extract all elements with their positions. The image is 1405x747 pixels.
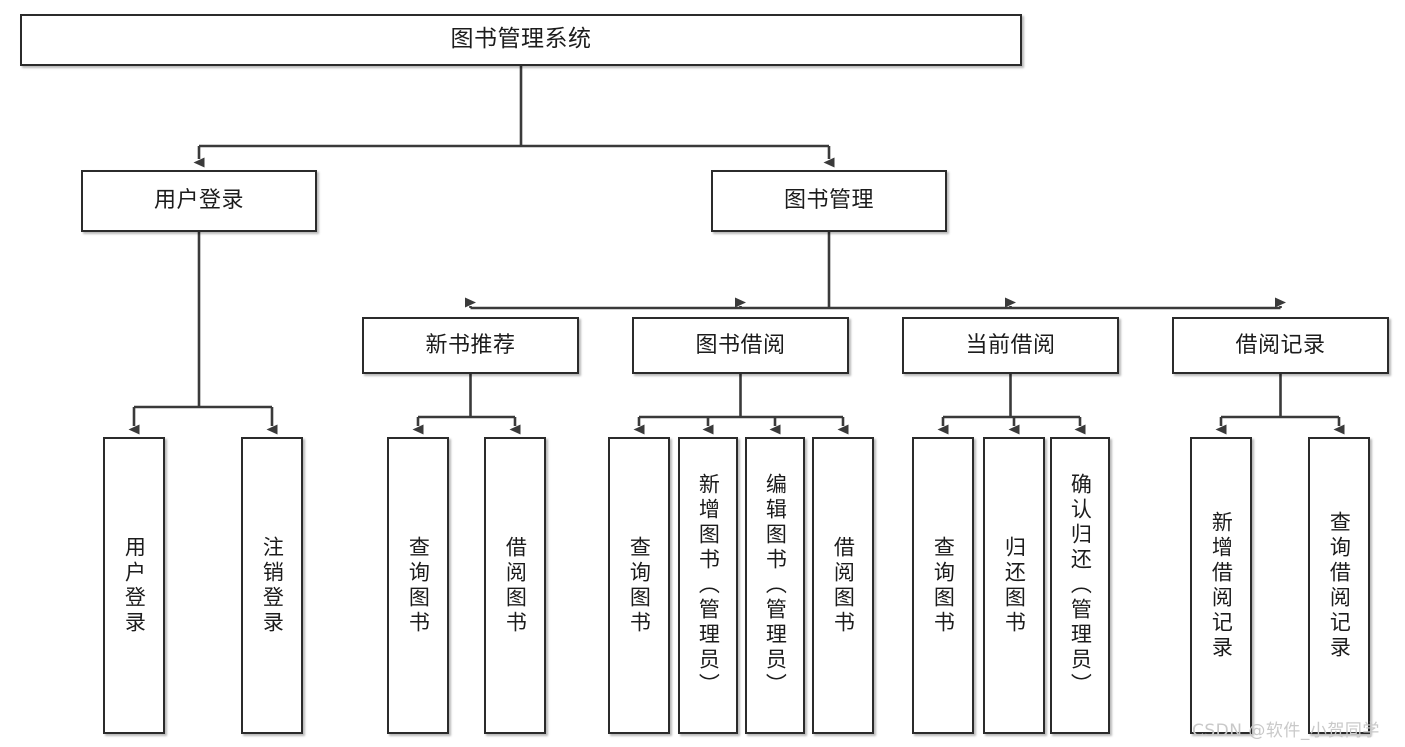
node-label: 查询借阅记录 xyxy=(1327,510,1352,661)
node-label: 查询图书 xyxy=(406,535,431,636)
node-leaf-confirm-return-admin[interactable]: 确认归还（管理员） xyxy=(1050,437,1110,734)
node-new-book-recommendation[interactable]: 新书推荐 xyxy=(362,317,579,374)
node-label: 借阅图书 xyxy=(831,535,856,636)
node-leaf-borrow-book-newbook[interactable]: 借阅图书 xyxy=(484,437,546,734)
node-leaf-query-borrow-record[interactable]: 查询借阅记录 xyxy=(1308,437,1370,734)
node-leaf-edit-book-admin[interactable]: 编辑图书（管理员） xyxy=(745,437,805,734)
node-leaf-query-book-newbook[interactable]: 查询图书 xyxy=(387,437,449,734)
node-label: 查询图书 xyxy=(931,535,956,636)
node-label: 注销登录 xyxy=(260,535,285,636)
node-root-book-management-system[interactable]: 图书管理系统 xyxy=(20,14,1022,66)
node-leaf-query-book-borrowing[interactable]: 查询图书 xyxy=(608,437,670,734)
node-book-management[interactable]: 图书管理 xyxy=(711,170,947,232)
node-label: 借阅图书 xyxy=(503,535,528,636)
node-label: 用户登录 xyxy=(153,188,244,214)
node-label: 新书推荐 xyxy=(425,332,516,358)
node-label: 借阅记录 xyxy=(1235,332,1326,358)
node-leaf-add-borrow-record[interactable]: 新增借阅记录 xyxy=(1190,437,1252,734)
node-label: 用户登录 xyxy=(122,535,147,636)
node-book-borrowing[interactable]: 图书借阅 xyxy=(632,317,849,374)
node-label: 新增借阅记录 xyxy=(1209,510,1234,661)
node-label: 确认归还（管理员） xyxy=(1068,473,1093,698)
node-label: 编辑图书（管理员） xyxy=(763,473,788,698)
watermark-text: CSDN @软件_小贺同学 xyxy=(1192,721,1380,741)
node-leaf-add-book-admin[interactable]: 新增图书（管理员） xyxy=(678,437,738,734)
node-label: 新增图书（管理员） xyxy=(696,473,721,698)
node-borrowing-records[interactable]: 借阅记录 xyxy=(1172,317,1389,374)
node-label: 归还图书 xyxy=(1002,535,1027,636)
node-leaf-borrow-book-borrowing[interactable]: 借阅图书 xyxy=(812,437,874,734)
node-current-borrowing[interactable]: 当前借阅 xyxy=(902,317,1119,374)
node-label: 图书管理系统 xyxy=(450,26,592,53)
node-label: 图书借阅 xyxy=(695,332,786,358)
node-leaf-user-login[interactable]: 用户登录 xyxy=(103,437,165,734)
node-leaf-return-book[interactable]: 归还图书 xyxy=(983,437,1045,734)
node-leaf-query-book-current[interactable]: 查询图书 xyxy=(912,437,974,734)
node-label: 当前借阅 xyxy=(965,332,1056,358)
node-label: 查询图书 xyxy=(627,535,652,636)
node-user-login[interactable]: 用户登录 xyxy=(81,170,317,232)
node-leaf-logout[interactable]: 注销登录 xyxy=(241,437,303,734)
node-label: 图书管理 xyxy=(783,188,874,214)
